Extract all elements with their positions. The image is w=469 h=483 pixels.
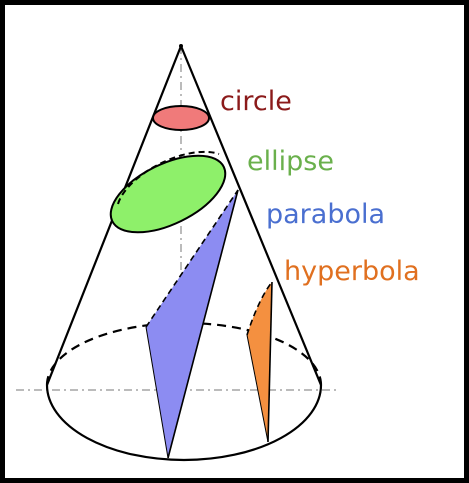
hyperbola-section: [246, 281, 273, 443]
hyperbola-label: hyperbola: [284, 256, 420, 287]
parabola-section: [145, 189, 239, 459]
circle-label: circle: [220, 86, 292, 117]
cone-right-edge: [179, 45, 323, 386]
ellipse-label: ellipse: [247, 146, 334, 177]
cone-base-front: [45, 384, 323, 462]
cone-base-back: [45, 321, 323, 386]
ellipse-section: [109, 150, 227, 234]
cone-apex: [179, 44, 183, 48]
parabola-label: parabola: [266, 199, 385, 230]
circle-section: [152, 105, 210, 131]
